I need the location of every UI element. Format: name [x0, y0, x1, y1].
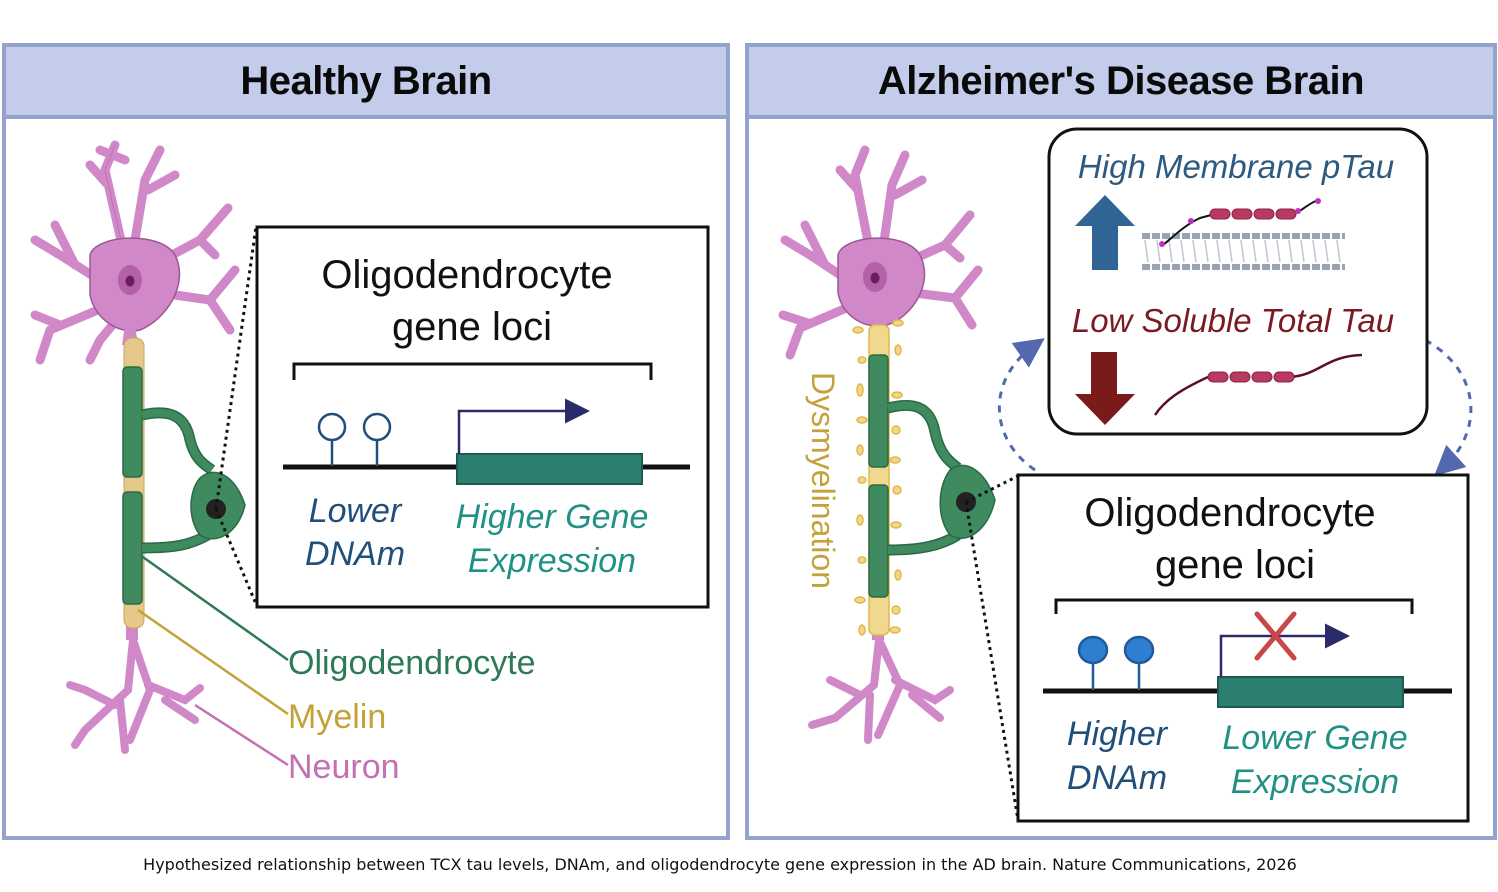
expression-label-line1: Higher Gene	[456, 498, 649, 536]
gene-box	[456, 453, 643, 485]
callout-line	[964, 501, 1020, 821]
dnam-label-line1: Higher	[1067, 715, 1169, 753]
ad-brain-header: Alzheimer's Disease Brain	[749, 47, 1493, 119]
oligodendrocyte-leader-line	[139, 553, 289, 662]
callout-line	[214, 508, 258, 605]
transcription-arrow-icon	[1219, 623, 1350, 677]
unmethylated-cpg-icon	[317, 412, 392, 466]
low-soluble-total-tau-label: Low Soluble Total Tau	[1072, 302, 1394, 339]
up-arrow-icon	[1075, 195, 1135, 270]
expression-label-line2: Expression	[468, 542, 636, 580]
high-membrane-ptau-label: High Membrane pTau	[1078, 148, 1394, 185]
inset-title-line2: gene loci	[392, 305, 552, 349]
tau-box: High Membrane pTau Low Soluble Total Tau	[1047, 127, 1429, 436]
inset-title-line1: Oligodendrocyte	[1084, 491, 1375, 535]
dnam-label-line1: Lower	[309, 492, 403, 530]
healthy-brain-title: Healthy Brain	[240, 58, 492, 103]
gene-box	[1217, 676, 1404, 708]
healthy-brain-header: Healthy Brain	[6, 47, 726, 119]
callout-line	[965, 474, 1019, 504]
blocked-x-icon	[1254, 611, 1297, 661]
dnam-label-line2: DNAm	[305, 535, 405, 573]
dysmyelination-label: Dysmyelination	[805, 372, 841, 589]
ad-neuron-icon	[778, 145, 996, 744]
expression-label-line2: Expression	[1231, 763, 1399, 801]
methylated-cpg-icon	[1077, 635, 1155, 690]
ad-gene-loci-inset: Oligodendrocyte gene loci Higher DNAm Lo…	[1016, 473, 1470, 823]
legend-myelin: Myelin	[288, 698, 386, 736]
feedback-arrow-left-icon	[997, 338, 1045, 472]
legend-neuron: Neuron	[288, 748, 400, 786]
neuron-leader-line	[194, 703, 289, 767]
inset-title-line2: gene loci	[1155, 543, 1315, 587]
healthy-gene-loci-inset: Oligodendrocyte gene loci Lower DNAm Hig…	[255, 225, 710, 609]
membrane-icon	[1142, 233, 1345, 270]
figure-caption: Hypothesized relationship between TCX ta…	[143, 855, 1297, 874]
dnam-label-line2: DNAm	[1067, 759, 1167, 797]
soluble-tau-protein-icon	[1153, 353, 1363, 416]
legend-oligodendrocyte: Oligodendrocyte	[288, 644, 536, 682]
expression-label-line1: Lower Gene	[1222, 719, 1407, 757]
healthy-neuron-icon	[30, 140, 246, 754]
locus-bracket	[292, 362, 653, 380]
locus-bracket	[1054, 598, 1414, 614]
down-arrow-icon	[1075, 352, 1135, 425]
myelin-leader-line	[137, 608, 289, 716]
ptau-protein-icon	[1159, 198, 1321, 247]
callout-line	[214, 226, 258, 510]
transcription-arrow-icon	[457, 398, 590, 454]
inset-title-line1: Oligodendrocyte	[321, 253, 612, 297]
ad-brain-title: Alzheimer's Disease Brain	[877, 58, 1365, 103]
feedback-arrow-right-icon	[1424, 338, 1473, 477]
